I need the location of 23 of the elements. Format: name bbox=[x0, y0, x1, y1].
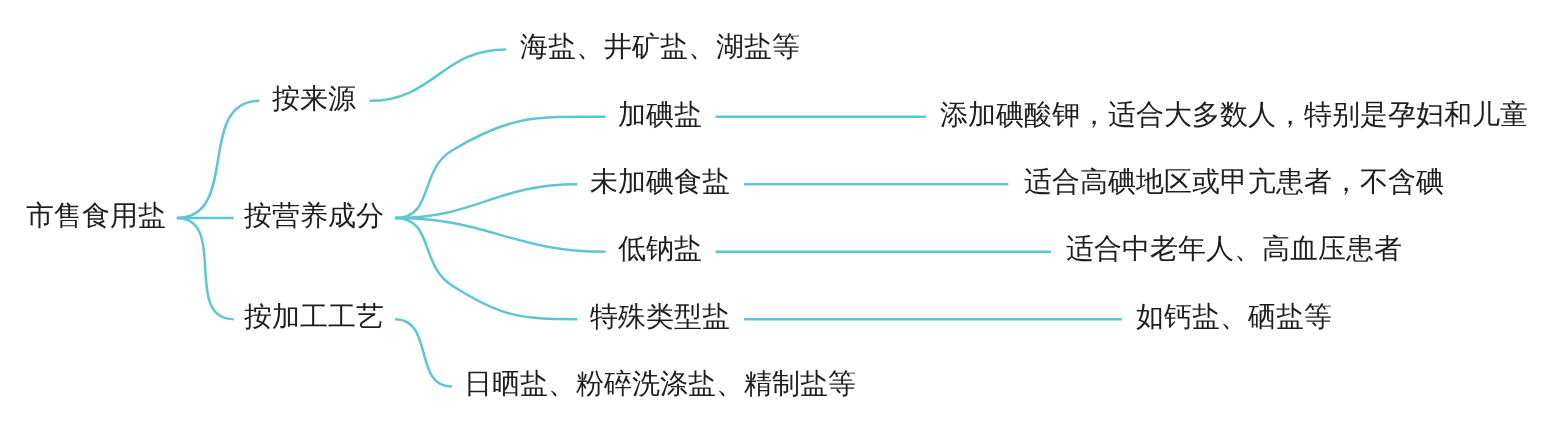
connector bbox=[743, 183, 1009, 186]
node-text: 特殊类型盐 bbox=[590, 299, 731, 333]
node-text: 如钙盐、硒盐等 bbox=[1135, 299, 1332, 333]
node-text: 海盐、井矿盐、湖盐等 bbox=[520, 30, 801, 64]
node-text: 未加碘食盐 bbox=[590, 165, 731, 199]
connector bbox=[715, 250, 1051, 253]
node-text: 按营养成分 bbox=[244, 198, 385, 232]
connector bbox=[395, 115, 606, 220]
connector bbox=[176, 216, 234, 321]
node-text: 市售食用盐 bbox=[26, 198, 167, 232]
node-text: 低钠盐 bbox=[618, 232, 703, 266]
connector bbox=[715, 115, 926, 119]
connector bbox=[394, 317, 453, 388]
node-text: 按来源 bbox=[272, 81, 357, 115]
node-text: 日晒盐、粉碎洗涤盐、精制盐等 bbox=[464, 367, 857, 401]
connector bbox=[369, 48, 507, 103]
node-text: 加碘盐 bbox=[618, 97, 703, 131]
node-text: 添加碘酸钾，适合大多数人，特别是孕妇和儿童 bbox=[939, 97, 1528, 131]
connector bbox=[395, 216, 578, 321]
node-text: 按加工工艺 bbox=[244, 299, 385, 333]
node-text: 适合中老年人、高血压患者 bbox=[1065, 232, 1402, 266]
node-text: 适合高碘地区或甲亢患者，不含碘 bbox=[1023, 165, 1444, 199]
connector bbox=[743, 317, 1122, 321]
